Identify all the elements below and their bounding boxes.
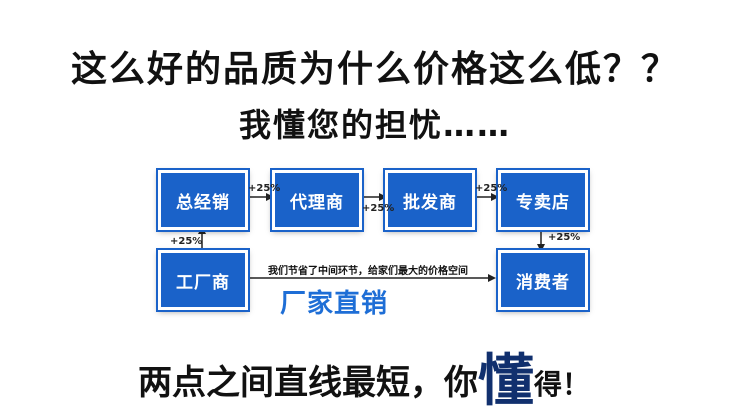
direct-sale-label: 厂家直销 — [280, 289, 389, 319]
markup-wholesaler-to-store: +25% — [475, 183, 508, 194]
tagline-part1: 两点之间直线最短，你 — [138, 363, 478, 403]
tagline-emphasis: 懂 — [478, 349, 534, 414]
markup-factory-to-general: +25% — [170, 236, 203, 247]
tagline: 两点之间直线最短，你懂得！ — [138, 336, 590, 417]
headline: 这么好的品质为什么价格这么低？？ — [70, 49, 679, 90]
markup-general-to-agent: +25% — [248, 183, 281, 194]
box-consumer: 消费者 — [498, 250, 588, 310]
box-store: 专卖店 — [498, 170, 588, 230]
box-general-distributor: 总经销 — [158, 170, 248, 230]
flow-caption: 我们节省了中间环节，给家们最大的价格空间 — [268, 266, 468, 277]
subheadline: 我懂您的担忧…… — [238, 106, 511, 144]
markup-agent-to-wholesaler: +25% — [362, 203, 395, 214]
markup-store-to-consumer: +25% — [548, 232, 581, 243]
box-factory: 工厂商 — [158, 250, 248, 310]
box-wholesaler: 批发商 — [385, 170, 475, 230]
tagline-part2: 得！ — [534, 368, 591, 401]
box-agent: 代理商 — [272, 170, 362, 230]
